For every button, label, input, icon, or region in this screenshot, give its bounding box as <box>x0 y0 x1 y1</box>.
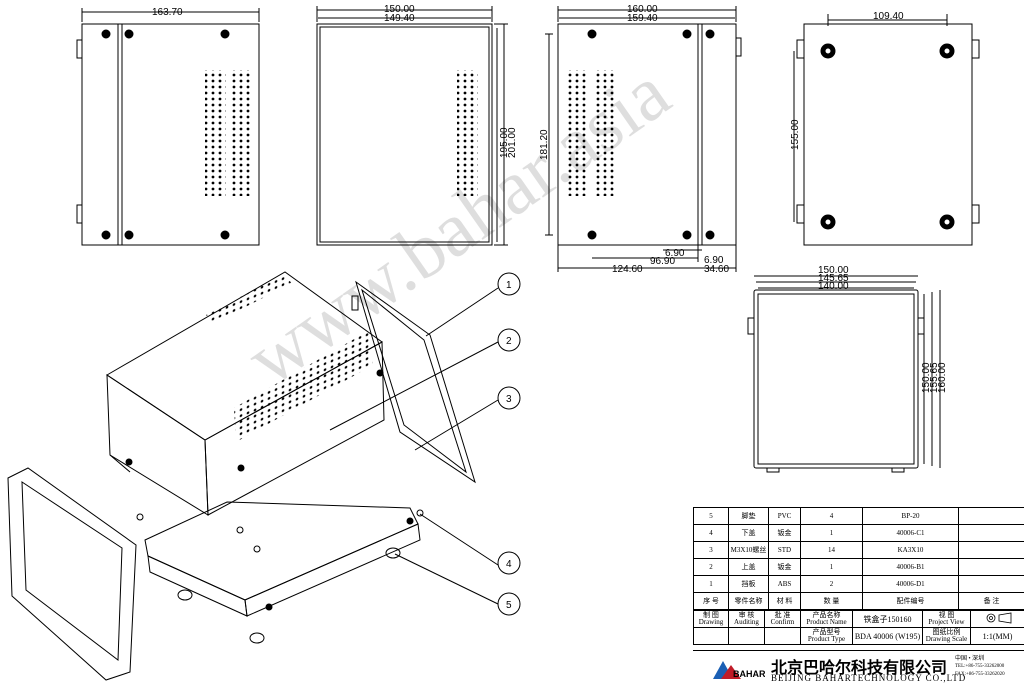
bom-cell-no: 4 <box>694 525 729 542</box>
dim-view2-width-inner: 149.40 <box>384 13 415 24</box>
dim-view3-bottom-a: 96.90 <box>650 256 675 267</box>
bom-cell-qty: 1 <box>801 559 863 576</box>
dim-view4-width: 109.40 <box>873 11 904 22</box>
company-block: BAHAR 北京巴哈尔科技有限公司 BEIJING BAHARTECHNOLOG… <box>693 650 1024 687</box>
bom-cell-material: STD <box>769 542 801 559</box>
company-fax: FAX:+86-755-33262020 <box>955 671 1005 679</box>
company-region: 中国 • 深圳 <box>955 655 1005 663</box>
dim-view1-width: 163.70 <box>152 7 183 18</box>
company-tel: TEL:+86-755-33262000 <box>955 663 1005 671</box>
product-type-value: BDA 40006 (W195) <box>853 628 923 645</box>
callout-label-4: 4 <box>506 559 512 570</box>
dim-view4-height: 155.00 <box>790 119 801 150</box>
company-contact: 中国 • 深圳 TEL:+86-755-33262000 FAX:+86-755… <box>955 655 1005 679</box>
bom-cell-qty: 2 <box>801 576 863 593</box>
product-name-value: 铁盒子150160 <box>853 611 923 628</box>
bom-cell-code: 40006-B1 <box>863 559 959 576</box>
bom-cell-material: 钣金 <box>769 525 801 542</box>
projection-symbol-icon <box>971 611 1024 628</box>
bom-cell-qty: 14 <box>801 542 863 559</box>
dim-view3-bottom-c: 34.60 <box>704 264 729 275</box>
bom-cell-qty: 1 <box>801 525 863 542</box>
bom-cell-code: KA3X10 <box>863 542 959 559</box>
side-view <box>77 8 259 245</box>
dim-view3-bottom-b: 124.60 <box>612 264 643 275</box>
bom-cell-name: 脚垫 <box>729 508 769 525</box>
bom-cell-note <box>959 576 1024 593</box>
callout-label-3: 3 <box>506 394 512 405</box>
company-name-en: BEIJING BAHARTECHNOLOGY CO.,LTD <box>771 673 966 683</box>
bom-cell-note <box>959 525 1024 542</box>
bom-cell-qty: 4 <box>801 508 863 525</box>
end-panel-view <box>748 276 940 472</box>
dim-view5-width-3: 140.00 <box>818 281 849 292</box>
dim-view3-width-inner: 159.40 <box>627 13 658 24</box>
bom-cell-name: 下盖 <box>729 525 769 542</box>
bom-header-row: 序 号 零件名称 材 料 数 量 配件编号 备 注 <box>694 593 1024 610</box>
bom-cell-code: 40006-C1 <box>863 525 959 542</box>
company-logo: BAHAR <box>711 659 765 681</box>
bottom-view <box>794 14 979 245</box>
scale-value: 1:1(MM) <box>971 628 1024 645</box>
bom-cell-no: 1 <box>694 576 729 593</box>
svg-text:BAHAR: BAHAR <box>733 669 765 679</box>
bom-cell-no: 2 <box>694 559 729 576</box>
bom-cell-material: 钣金 <box>769 559 801 576</box>
bom-cell-material: PVC <box>769 508 801 525</box>
bom-cell-code: BP-20 <box>863 508 959 525</box>
bom-cell-name: 挡板 <box>729 576 769 593</box>
bom-cell-no: 5 <box>694 508 729 525</box>
bom-cell-no: 3 <box>694 542 729 559</box>
callout-label-1: 1 <box>506 280 512 291</box>
callout-label-2: 2 <box>506 336 512 347</box>
bom-cell-name: M3X10螺丝 <box>729 542 769 559</box>
bom-cell-note <box>959 559 1024 576</box>
bom-cell-material: ABS <box>769 576 801 593</box>
callout-label-5: 5 <box>506 600 512 611</box>
dim-view5-height-3: 160.00 <box>937 362 948 393</box>
bom-cell-note <box>959 508 1024 525</box>
bom-cell-name: 上盖 <box>729 559 769 576</box>
bom-cell-code: 40006-D1 <box>863 576 959 593</box>
bom-cell-note <box>959 542 1024 559</box>
